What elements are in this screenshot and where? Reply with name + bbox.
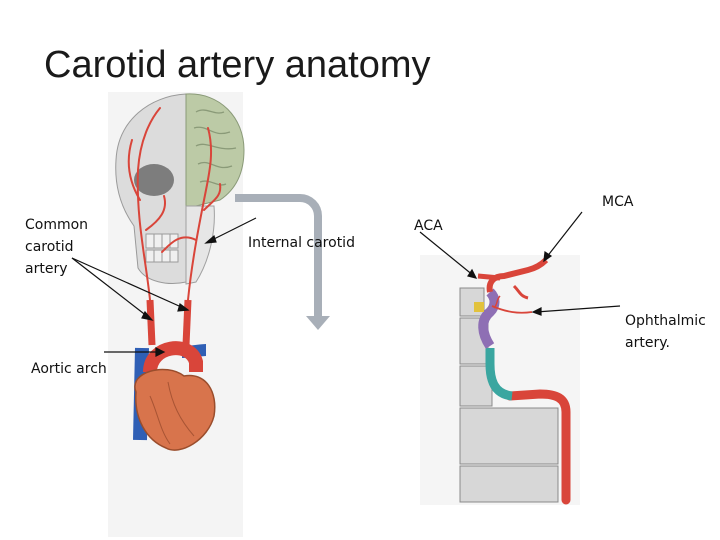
aca-branch [477,273,501,281]
minor-branch [512,284,529,300]
cervical-ica [505,389,571,505]
ophthalmic-label-line1: Ophthalmic [625,313,706,329]
ophthalmic-label-line2: artery. [625,335,670,351]
mca-pointer [545,211,583,259]
ophthalmic-pointer [535,305,621,313]
mca-label: MCA [602,194,634,210]
ophthalmic-artery-label: Ophthalmic artery. [625,310,706,354]
brain-shape [185,93,245,207]
common-carotid-left [146,299,156,346]
aortic-arch [143,341,203,373]
brain-gyri [193,109,237,186]
teeth [145,233,179,263]
internal-carotid-diagram [420,255,580,505]
common-carotid-label-line3: artery [25,261,68,277]
common-carotid-right [182,299,192,346]
eye-orbit [134,164,174,196]
common-carotid-label-line1: Common [25,217,89,233]
cranial-arteries [127,107,222,301]
common-carotid-label: Common carotid artery [25,214,88,280]
cavernous-segment [478,288,500,349]
mca-branch [486,257,549,293]
common-carotid-label-line2: carotid [25,239,74,255]
skull-neck-heart-figure [108,92,245,537]
aca-pointer [419,231,475,277]
internal-carotid-pointer [207,217,257,243]
internal-carotid-label: Internal carotid [248,235,355,251]
aca-label: ACA [414,218,443,234]
heart-vessels [149,381,195,445]
common-carotid-pointer-2 [71,257,189,311]
pointer-lines [71,211,621,357]
slide-title: Carotid artery anatomy [44,44,431,86]
aortic-arch-label: Aortic arch [31,361,107,377]
flow-arrow [235,194,330,330]
common-carotid-pointer-1 [71,257,153,321]
heart-shape [134,368,216,451]
petrous-segment [485,348,513,401]
clinoid-segment [474,302,484,312]
